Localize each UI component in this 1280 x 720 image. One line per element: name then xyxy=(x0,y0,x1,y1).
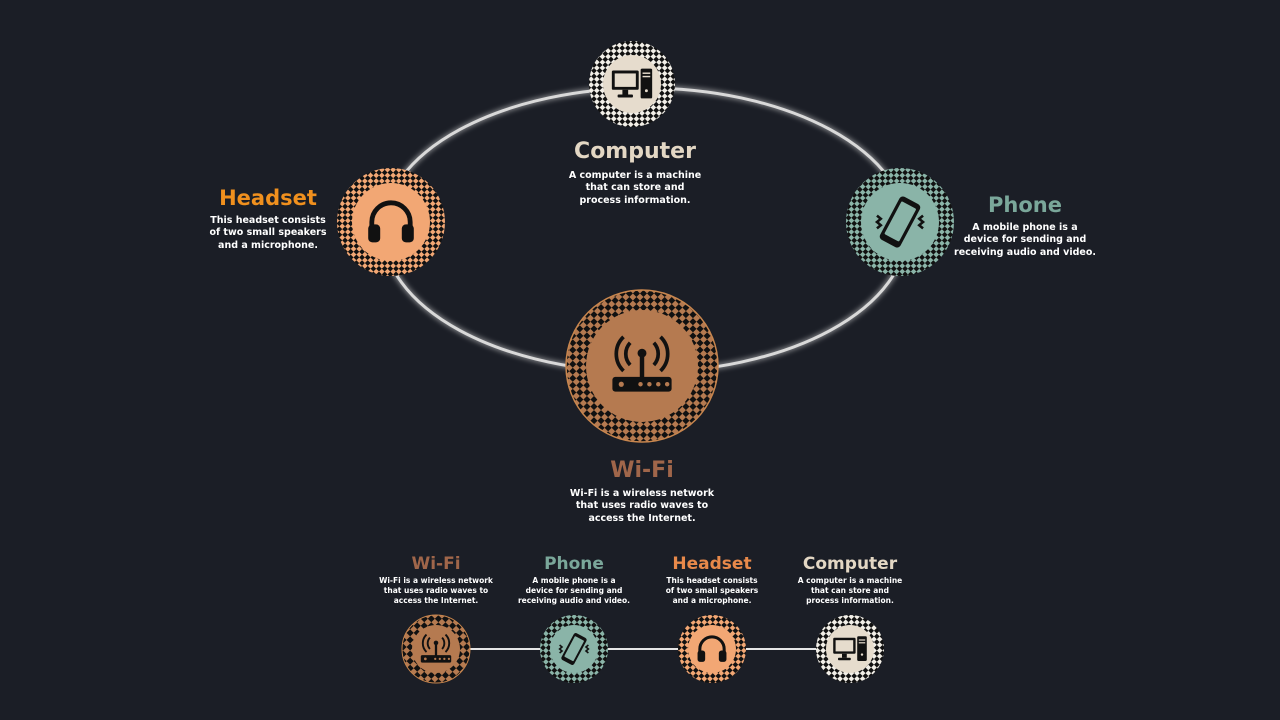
timeline-phone-title: Phone xyxy=(544,554,604,574)
computer-title: Computer xyxy=(574,139,696,164)
computer-node xyxy=(589,41,675,127)
timeline-node-headset xyxy=(678,615,746,683)
timeline-node-wifi xyxy=(401,614,471,684)
timeline-phone-desc: A mobile phone is a device for sending a… xyxy=(517,576,631,605)
wifi-title: Wi-Fi xyxy=(610,458,674,483)
headset-desc: This headset consists of two small speak… xyxy=(209,215,327,251)
phone-title: Phone xyxy=(988,193,1062,217)
headset-node xyxy=(337,168,445,276)
timeline-headset-title: Headset xyxy=(672,554,752,574)
headset-title: Headset xyxy=(219,186,317,210)
wifi-node xyxy=(565,289,719,443)
timeline-computer-title: Computer xyxy=(802,554,898,574)
wifi-desc: Wi-Fi is a wireless network that uses ra… xyxy=(569,488,715,524)
timeline-wifi-desc: Wi-Fi is a wireless network that uses ra… xyxy=(379,576,493,605)
phone-node xyxy=(846,168,954,276)
phone-desc: A mobile phone is a device for sending a… xyxy=(954,222,1096,258)
timeline-computer-desc: A computer is a machine that can store a… xyxy=(797,576,903,605)
timeline-wifi-title: Wi-Fi xyxy=(411,554,461,574)
timeline-node-phone xyxy=(540,615,608,683)
computer-desc: A computer is a machine that can store a… xyxy=(568,170,702,206)
timeline-node-computer xyxy=(816,615,884,683)
timeline-headset-desc: This headset consists of two small speak… xyxy=(665,576,759,605)
